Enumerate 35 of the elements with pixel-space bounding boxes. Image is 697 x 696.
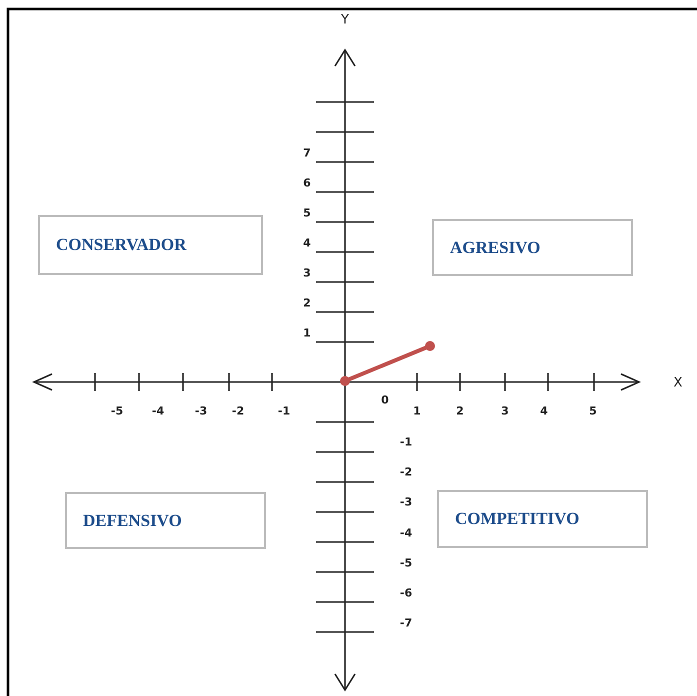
tick-label: 2 <box>303 298 311 308</box>
tick-label: -1 <box>278 406 290 416</box>
tick-label: 7 <box>303 148 311 158</box>
tick-label: -2 <box>232 406 244 416</box>
quadrant-label: AGRESIVO <box>450 238 540 258</box>
quadrant-box <box>432 219 633 276</box>
tick-label: -6 <box>400 588 412 598</box>
tick-label: -3 <box>400 496 412 508</box>
tick-label: 4 <box>540 406 548 416</box>
tick-label: 3 <box>303 268 311 278</box>
axis-label: Y <box>341 14 349 26</box>
tick-label: -2 <box>400 466 412 478</box>
quadrant-label: CONSERVADOR <box>56 235 186 255</box>
tick-label: -5 <box>400 558 412 568</box>
tick-label: -5 <box>110 406 124 416</box>
tick-label: -4 <box>152 406 164 416</box>
tick-label: 6 <box>303 178 311 188</box>
quadrant-label: COMPETITIVO <box>455 509 580 529</box>
tick-label: 1 <box>413 406 421 416</box>
tick-label: -7 <box>400 618 412 628</box>
quadrant-box <box>65 492 266 549</box>
quadrant-box <box>437 490 648 548</box>
tick-label: 3 <box>501 406 509 416</box>
tick-label: -3 <box>194 406 208 416</box>
tick-label: -1 <box>400 436 412 448</box>
tick-label: 4 <box>303 238 311 248</box>
quadrant-label: DEFENSIVO <box>83 510 182 530</box>
quadrant-box <box>38 215 263 275</box>
tick-label: 2 <box>456 406 464 416</box>
tick-label: 5 <box>589 406 597 416</box>
tick-label: 1 <box>303 328 311 338</box>
axis-label: X <box>674 376 682 390</box>
tick-label: 0 <box>381 394 389 406</box>
tick-label: -4 <box>400 528 412 538</box>
tick-label: 5 <box>303 208 311 218</box>
